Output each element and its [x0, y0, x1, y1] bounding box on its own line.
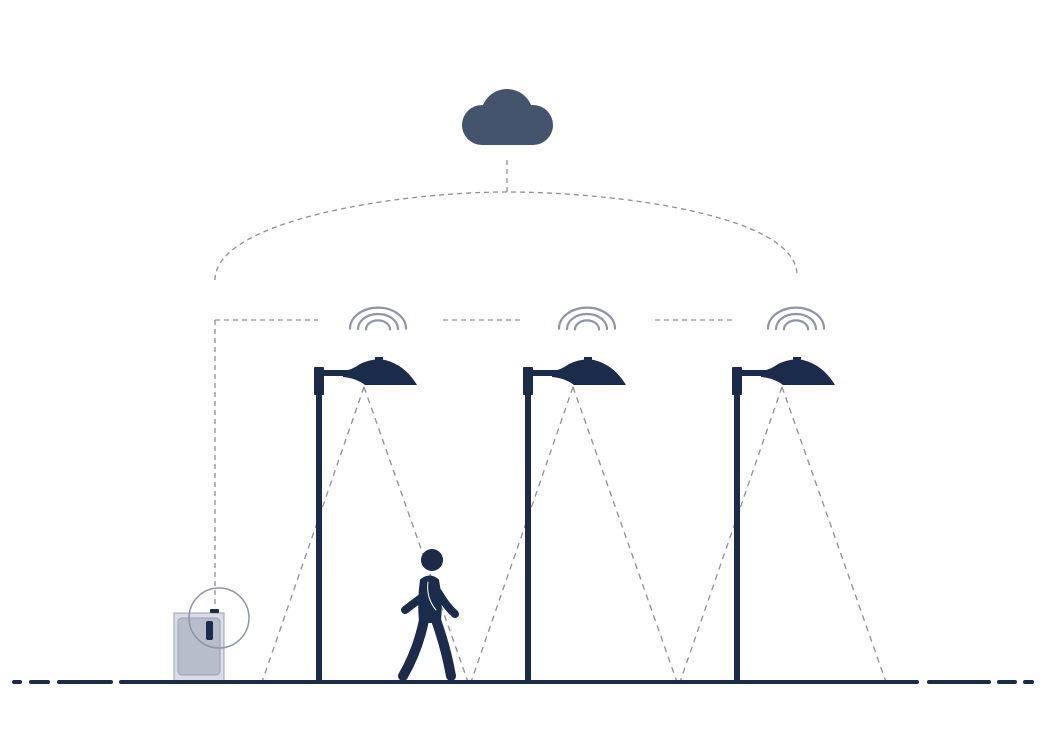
lamp-bracket	[732, 367, 742, 395]
lamp-arm	[322, 370, 348, 376]
lamp-pole	[734, 380, 740, 682]
pedestrian-icon	[398, 549, 459, 681]
lamp-cap	[584, 357, 592, 361]
controller-box	[173, 587, 250, 682]
network-connections	[214, 160, 798, 608]
lamp-cap	[375, 357, 383, 361]
lamp-head	[552, 359, 626, 385]
lamp-head	[761, 359, 835, 385]
wifi-icon	[766, 306, 826, 331]
wifi-icon	[557, 306, 617, 331]
lamp-arm	[740, 370, 766, 376]
streetlamp-3	[732, 306, 835, 682]
light-beam-right	[572, 386, 678, 683]
light-beam-right	[363, 386, 469, 683]
lamp-head	[343, 359, 417, 385]
lamp-cap	[793, 357, 801, 361]
streetlamp-1	[314, 306, 417, 682]
light-beam-right	[781, 386, 887, 683]
lamp-arm	[531, 370, 557, 376]
light-beams	[261, 386, 887, 683]
lamp-pole	[525, 380, 531, 682]
light-beam-left	[261, 386, 365, 683]
sensor-highlight-circle	[188, 587, 250, 649]
lamp-pole	[316, 380, 322, 682]
streetlamp-2	[523, 306, 626, 682]
wifi-icon	[348, 306, 408, 331]
cloud-icon	[462, 89, 553, 145]
lamp-bracket	[523, 367, 533, 395]
light-beam-left	[470, 386, 574, 683]
light-beam-left	[679, 386, 783, 683]
lamp-bracket	[314, 367, 324, 395]
